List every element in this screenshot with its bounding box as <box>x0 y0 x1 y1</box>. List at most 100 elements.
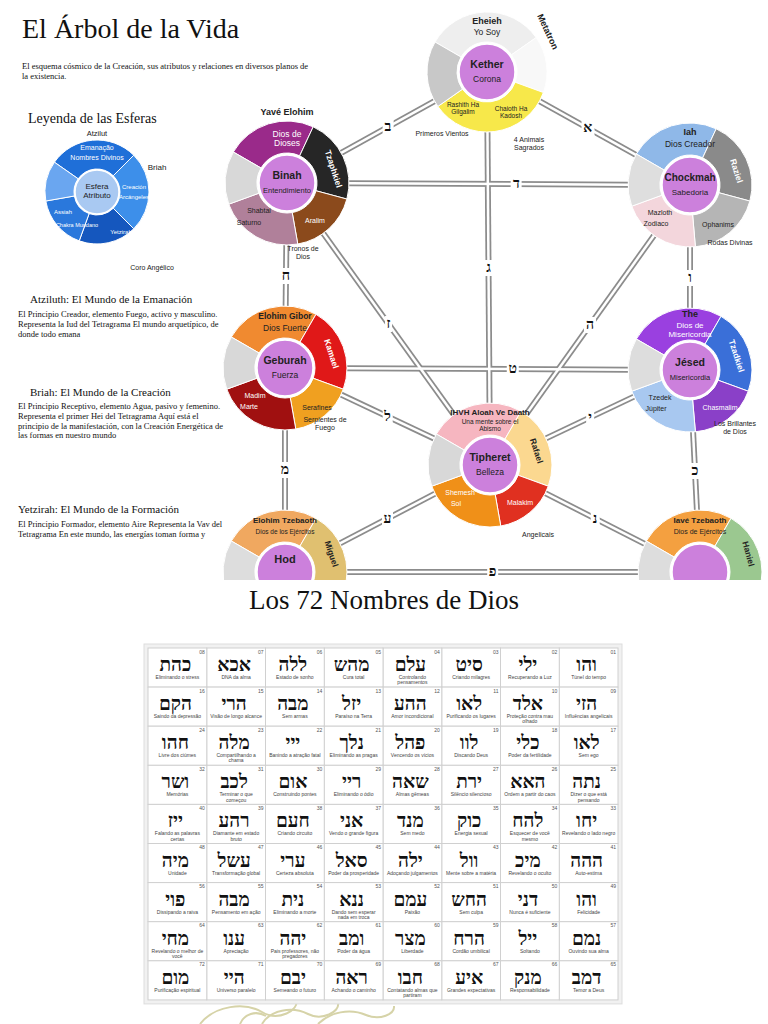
wheel-segment <box>223 541 259 580</box>
node-text: Shemesh <box>445 489 475 497</box>
table-cell <box>148 687 207 726</box>
center-circle <box>259 155 315 211</box>
node-text: Tipheret <box>469 452 510 463</box>
path-connector-core <box>340 494 435 544</box>
cell-number: 26 <box>552 767 558 772</box>
cell-number: 45 <box>375 845 381 850</box>
path-connector-core <box>546 397 634 439</box>
node-text: Zodiaco <box>644 220 669 228</box>
path-connector-core <box>341 101 434 153</box>
hebrew-name: מהש <box>334 655 370 674</box>
table-cell <box>559 648 618 687</box>
table-cell <box>501 648 560 687</box>
cell-caption: Almas gêmeas <box>385 792 440 797</box>
table-cell <box>207 804 266 843</box>
node-text: Corona <box>473 75 501 84</box>
cell-caption: Construindo pontes <box>268 792 323 797</box>
table-cell <box>442 726 501 765</box>
table-cell <box>148 765 207 804</box>
cell-caption: Ordem a partir do caos <box>503 792 558 797</box>
cell-number: 66 <box>552 962 558 967</box>
node-text: Iavé Tzebaoth <box>674 517 727 526</box>
path-letter: א <box>581 120 594 136</box>
cell-caption: Falando as palavras certas <box>150 831 205 842</box>
node-text: Dios Fuerte <box>263 324 307 333</box>
hebrew-name: כהת <box>159 655 191 674</box>
cell-number: 18 <box>552 728 558 733</box>
node-text: Nombres Divinos <box>70 154 123 162</box>
cell-caption: Poder da fertilidade <box>503 753 558 758</box>
table-cell <box>266 804 325 843</box>
center-circle <box>662 157 718 213</box>
node-text: Elohim Tzebaoth <box>253 517 317 526</box>
cell-number: 38 <box>317 806 323 811</box>
hebrew-name: פהל <box>395 733 425 752</box>
table-cell <box>324 765 383 804</box>
hebrew-name: חעם <box>276 811 310 830</box>
table-cell <box>324 726 383 765</box>
cell-caption: Purificação espiritual <box>150 988 205 993</box>
sephirah-node: EheiehYo SoyMetatronKetherCoronaRashith … <box>407 0 567 152</box>
cell-caption: Recuperando a Luz <box>503 675 558 680</box>
hebrew-name: אכא <box>217 655 251 674</box>
table-cell <box>324 922 383 961</box>
node-text: Tzedek <box>649 394 672 402</box>
cell-number: 19 <box>493 728 499 733</box>
cell-number: 10 <box>552 689 558 694</box>
center-circle <box>459 44 515 100</box>
path-layer <box>0 0 768 580</box>
cell-caption: Revelando o lado negro <box>561 831 616 836</box>
cell-number: 58 <box>552 923 558 928</box>
cell-caption: Dando sem esperar nada em troca <box>326 910 381 921</box>
cell-number: 72 <box>199 962 205 967</box>
node-text: Atzilut <box>87 130 107 138</box>
cell-number: 49 <box>610 884 616 889</box>
hebrew-name: עשל <box>218 850 251 869</box>
cell-caption: Achando o caminho <box>326 988 381 993</box>
hebrew-name: סיט <box>455 655 482 674</box>
wheel-segment <box>427 42 462 106</box>
table-cell <box>148 883 207 922</box>
wheel-outline <box>207 103 367 263</box>
hebrew-name: הקם <box>159 694 192 713</box>
path-connector <box>341 101 434 153</box>
cell-number: 41 <box>610 845 616 850</box>
hebrew-name: רהע <box>219 811 250 830</box>
node-text: Rodas Divinas <box>707 239 752 247</box>
cell-caption: Sem medo <box>385 831 440 836</box>
path-letter: ב <box>382 119 393 135</box>
path-connector <box>340 494 435 544</box>
cell-number: 50 <box>552 884 558 889</box>
node-text: Elohim Gibor <box>258 312 311 321</box>
path-letter: ז <box>385 316 393 332</box>
node-text: Iah <box>683 128 696 138</box>
hebrew-name: לאו <box>456 694 482 713</box>
cell-caption: Eliminando as pragas <box>326 753 381 758</box>
cell-caption: Responsabilidade <box>503 988 558 993</box>
table-cell <box>207 765 266 804</box>
diagram-title: El Árbol de la Vida <box>22 14 239 45</box>
hebrew-name: ראה <box>335 967 367 986</box>
node-text: Esfera Atributo <box>79 183 115 200</box>
hebrew-name: להח <box>512 811 543 830</box>
cell-caption: Silêncio silencioso <box>444 792 499 797</box>
hebrew-name: ללה <box>279 655 308 674</box>
node-text: Kether <box>470 59 503 70</box>
hebrew-name: ערי <box>280 850 305 869</box>
cell-number: 69 <box>375 962 381 967</box>
hebrew-name: פוי <box>165 889 185 908</box>
path-letter: ו <box>686 270 694 286</box>
path-connector-core <box>349 183 628 184</box>
world-heading: Briah: El Mundo de la Creación <box>30 386 171 399</box>
hebrew-name: ריי <box>342 772 361 791</box>
node-text: Entendimiento <box>263 187 311 195</box>
table-cell <box>383 648 442 687</box>
cell-number: 01 <box>610 650 616 655</box>
cell-number: 68 <box>434 962 440 967</box>
hebrew-name: חהו <box>162 733 189 752</box>
cell-caption: Compartilhando a chama <box>209 753 264 764</box>
node-text: Una mente sobre el Abismo <box>460 418 520 432</box>
node-text: Marte <box>240 403 258 411</box>
cell-number: 25 <box>610 767 616 772</box>
cell-number: 54 <box>317 884 323 889</box>
